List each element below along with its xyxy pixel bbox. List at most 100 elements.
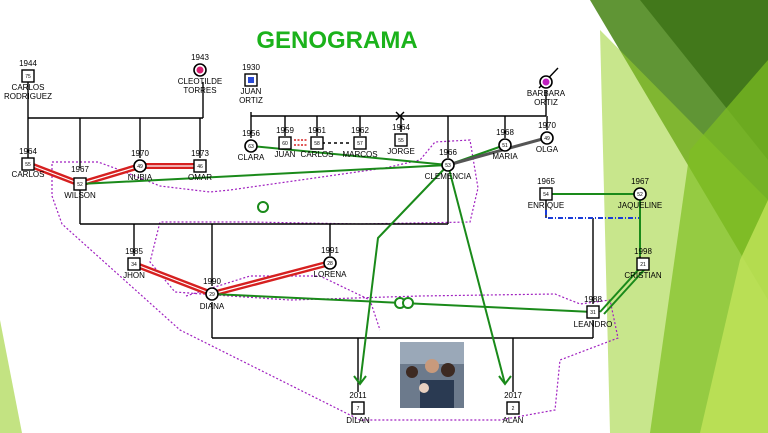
person-name: CARLOS [12, 83, 45, 92]
male-symbol [73, 177, 87, 191]
person-age: 49 [544, 136, 550, 142]
person-birth-year: 1966 [439, 148, 457, 157]
person-birth-year: 1985 [125, 247, 143, 256]
person-birth-year: 1943 [191, 53, 209, 62]
person-age: 75 [25, 74, 31, 80]
person-name: NUBIA [128, 173, 153, 182]
person-surname: RODRIGUEZ [4, 92, 52, 101]
person-name: CARLOS [12, 170, 45, 179]
person-birth-year: 1991 [321, 246, 339, 255]
person-name: JHON [123, 271, 145, 280]
female-symbol [540, 131, 554, 145]
female-symbol [323, 256, 337, 270]
person-age: 31 [590, 310, 596, 316]
person-age: 57 [357, 141, 363, 147]
person-birth-year: 1956 [242, 129, 260, 138]
person-name: MARIA [492, 152, 518, 161]
male-symbol [193, 159, 207, 173]
person-birth-year: 1970 [131, 149, 149, 158]
family-photo [400, 342, 464, 408]
female-symbol [498, 138, 512, 152]
female-symbol [244, 139, 258, 153]
person-birth-year: 1967 [631, 177, 649, 186]
person-age: 55 [398, 138, 404, 144]
male-symbol [310, 136, 324, 150]
person-birth-year: 1965 [537, 177, 555, 186]
person-birth-year: 1990 [203, 277, 221, 286]
person-age: 2 [512, 406, 515, 412]
person-age: 28 [327, 261, 333, 267]
person-name: CARLOS [301, 150, 334, 159]
person-name: DIANA [200, 302, 225, 311]
close-relation-lines [79, 144, 645, 386]
person-birth-year: 1930 [242, 63, 260, 72]
person-name: MARCOS [342, 150, 377, 159]
person-age: 54 [543, 192, 549, 198]
male-symbol [21, 69, 35, 83]
person-birth-year: 1961 [308, 126, 326, 135]
person-name: ENRIQUE [528, 201, 564, 210]
person-name: CLARA [238, 153, 265, 162]
person-name: ALAN [503, 416, 524, 425]
person-birth-year: 1970 [538, 121, 556, 130]
clemencia-olga-line [447, 136, 547, 167]
person-birth-year: 1988 [584, 295, 602, 304]
male-symbol [539, 187, 553, 201]
person-name: CRISTIAN [624, 271, 662, 280]
male-symbol [506, 401, 520, 415]
person-name: CLEOTILDE [178, 77, 222, 86]
person-birth-year: 2011 [349, 391, 367, 400]
female-symbol [205, 287, 219, 301]
person-age: 21 [640, 262, 646, 268]
male-symbol [636, 257, 650, 271]
person-name: OLGA [536, 145, 559, 154]
male-symbol [586, 305, 600, 319]
page-title: GENOGRAMA [256, 27, 417, 54]
person-birth-year: 1962 [351, 126, 369, 135]
person-name: JAQUELINE [618, 201, 662, 210]
person-name: OMAR [188, 173, 212, 182]
female-symbol [133, 159, 147, 173]
person-birth-year: 1967 [71, 165, 89, 174]
person-age: 55 [25, 162, 31, 168]
person-name: LORENA [314, 270, 348, 279]
male-symbol [353, 136, 367, 150]
person-age: 51 [502, 143, 508, 149]
person-age: 60 [282, 141, 288, 147]
person-age: 52 [77, 182, 83, 188]
person-name: CLEMENCIA [425, 172, 472, 181]
person-name: BARBARA [527, 89, 566, 98]
deceased-marker-icon [248, 77, 254, 83]
person-surname: ORTIZ [239, 96, 263, 105]
persons-layer: 751944CARLOSRODRIGUEZ1943CLEOTILDETORRES… [4, 53, 662, 425]
female-symbol [633, 187, 647, 201]
family-lines [27, 67, 641, 392]
person-name: JORGE [387, 147, 415, 156]
person-birth-year: 1998 [634, 247, 652, 256]
